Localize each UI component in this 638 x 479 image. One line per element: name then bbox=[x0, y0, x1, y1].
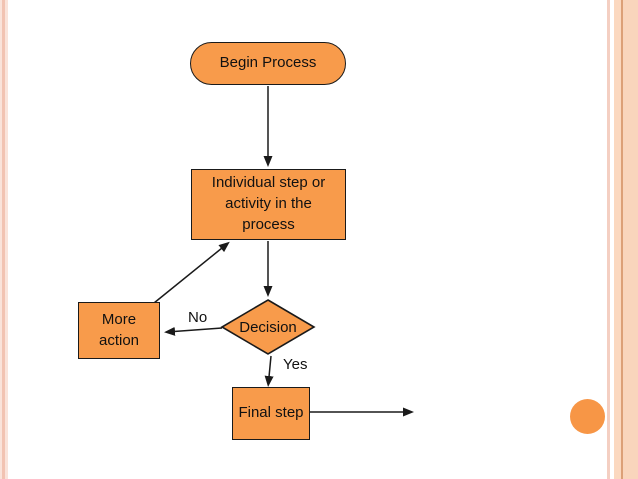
connector-more-action-to-step-feedback bbox=[153, 241, 230, 304]
right-border-stripe-thin bbox=[607, 0, 610, 479]
node-final-step[interactable]: Final step bbox=[232, 387, 310, 440]
node-individual-step[interactable]: Individual step or activity in the proce… bbox=[191, 169, 346, 240]
node-final-step-label: Final step bbox=[238, 404, 304, 422]
node-more-action[interactable]: More action bbox=[78, 302, 160, 359]
node-decision[interactable] bbox=[220, 299, 316, 355]
node-begin-process-label: Begin Process bbox=[219, 54, 317, 72]
connector-decision-to-final-step-yes bbox=[264, 355, 274, 387]
right-border-stripe-wide bbox=[614, 0, 638, 479]
node-more-action-label: More action bbox=[98, 310, 140, 349]
decorative-circle bbox=[570, 399, 605, 434]
left-border-stripe bbox=[0, 0, 8, 479]
node-begin-process[interactable]: Begin Process bbox=[190, 42, 346, 85]
edge-label-yes: Yes bbox=[283, 356, 308, 373]
node-individual-step-label: Individual step or activity in the proce… bbox=[211, 174, 326, 233]
edge-label-no: No bbox=[188, 309, 208, 326]
connector-decision-to-more-action-no bbox=[164, 326, 223, 336]
